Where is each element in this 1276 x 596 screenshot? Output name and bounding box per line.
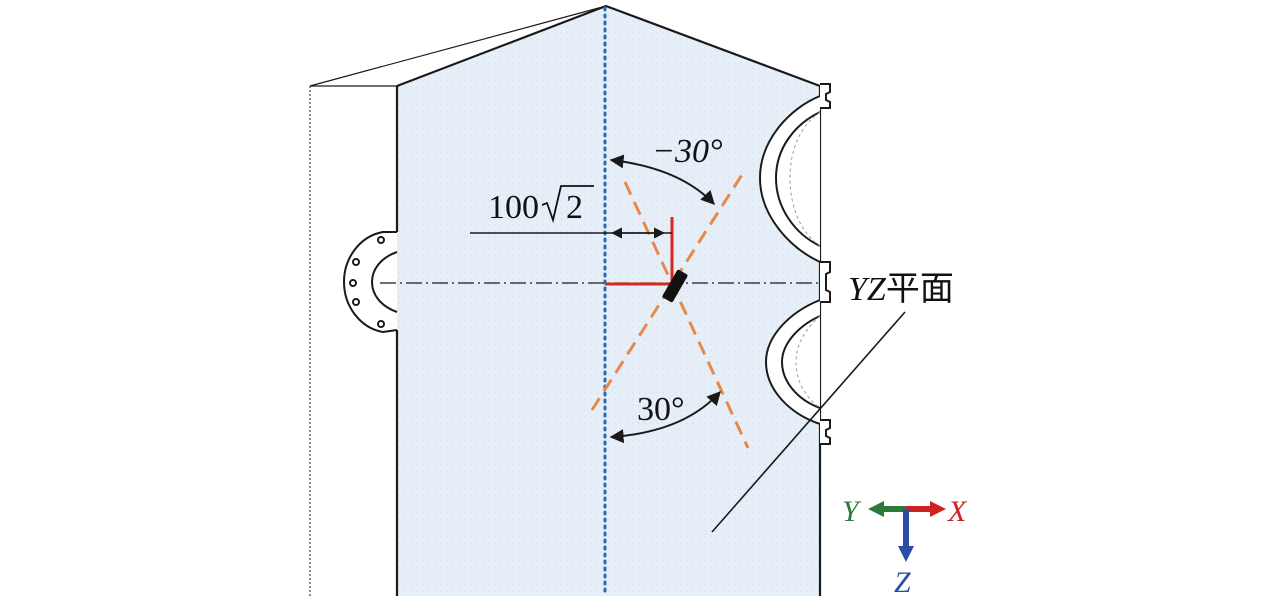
z-axis-label: Z (894, 566, 911, 596)
sqrt-sign (541, 185, 594, 224)
x-axis-label: X (947, 495, 968, 528)
plane-label: YZ平面 (711, 271, 954, 533)
right-port-upper (758, 95, 821, 263)
left-flange (342, 231, 398, 334)
side-panel (309, 5, 607, 596)
reference-marker (605, 217, 674, 286)
right-port-lower (764, 299, 821, 425)
sensor-block (662, 269, 688, 303)
plane-leader-line (711, 311, 906, 533)
front-panel (397, 6, 820, 596)
plane-label-chinese: 平面 (886, 271, 954, 308)
plane-label-letters: YZ (848, 271, 887, 308)
coordinate-triad: X Y Z (842, 495, 968, 596)
angle-upper-text: −30° (652, 133, 723, 170)
angle-lower-text: 30° (637, 391, 685, 428)
svg-text:YZ平面: YZ平面 (848, 271, 954, 308)
dim-radicand-text: 2 (566, 189, 583, 226)
y-axis-label: Y (842, 495, 862, 528)
angle-upper-annotation: −30° (609, 133, 723, 206)
dimension-annotation: 100 2 (470, 185, 672, 239)
right-tabs (820, 83, 831, 445)
cut-line-positive (623, 181, 750, 449)
angle-lower-annotation: 30° (609, 390, 721, 444)
dim-value-text: 100 (488, 189, 539, 226)
